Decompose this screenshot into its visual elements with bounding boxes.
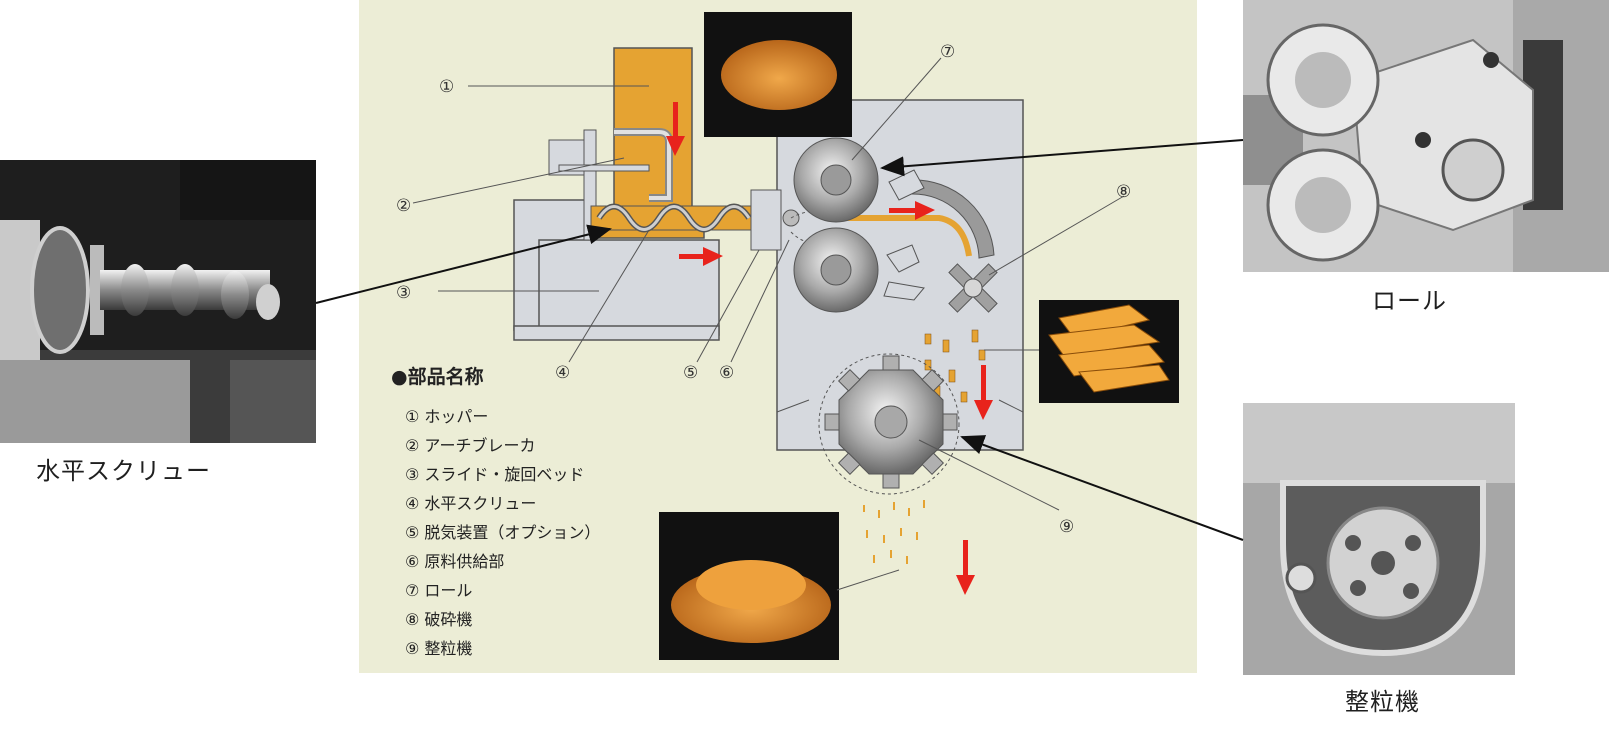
caption-screw: 水平スクリュー [36,457,211,485]
caption-granulator: 整粒機 [1345,688,1420,716]
screw-photo [0,160,316,443]
callout-4: ④ [555,363,570,383]
callout-5: ⑤ [683,363,698,383]
screw-illustration [0,160,316,443]
legend-item-7: ⑦ ロール [405,581,472,600]
callout-8: ⑧ [1116,182,1131,202]
granulator-photo [1243,403,1515,675]
callout-7: ⑦ [940,42,955,62]
powder-photo-top [704,12,852,137]
legend-item-1: ① ホッパー [405,407,488,426]
legend-item-3: ③ スライド・旋回ベッド [405,465,584,484]
granulator [824,355,958,489]
legend-item-6: ⑥ 原料供給部 [405,552,504,571]
caption-roll: ロール [1372,287,1447,315]
legend-item-9: ⑨ 整粒機 [405,639,472,658]
callout-1: ① [439,77,454,97]
legend-item-5: ⑤ 脱気装置（オプション） [405,523,600,542]
legend-item-8: ⑧ 破砕機 [405,610,472,629]
granulator-illustration [1243,403,1515,675]
powder-photo-bottom [659,512,839,660]
crusher [948,263,998,313]
legend-item-2: ② アーチブレーカ [405,436,535,455]
parts-legend: ●部品名称 ① ホッパー ② アーチブレーカ ③ スライド・旋回ベッド ④ 水平… [391,365,600,658]
legend-title: ●部品名称 [391,365,484,388]
callout-6: ⑥ [719,363,734,383]
machine-diagram: ① ② ③ ④ ⑤ ⑥ ⑦ ⑧ ⑨ ●部品名称 ① ホッパー ② アーチブレーカ… [359,0,1197,673]
callout-2: ② [396,196,411,216]
diagram-svg: ① ② ③ ④ ⑤ ⑥ ⑦ ⑧ ⑨ ●部品名称 ① ホッパー ② アーチブレーカ… [359,0,1197,673]
callout-9: ⑨ [1059,517,1074,537]
roll-photo [1243,0,1609,272]
callout-3: ③ [396,283,411,303]
legend-item-4: ④ 水平スクリュー [405,494,536,513]
roll-illustration [1243,0,1609,272]
flakes-photo [1039,300,1179,403]
flow-arrows [666,102,993,595]
